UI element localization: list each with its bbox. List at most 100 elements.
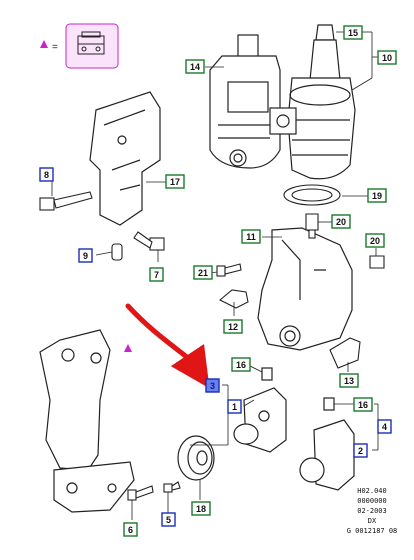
sensor-20a-part: [305, 213, 319, 239]
callout-box: [331, 214, 351, 229]
callout-c18: 18: [191, 501, 211, 516]
callout-box: [78, 248, 93, 263]
callout-label: 8: [44, 170, 49, 180]
pump-2-part: [299, 397, 355, 491]
legend: =: [40, 23, 119, 69]
meta-line-section: H02.040: [357, 487, 387, 495]
callout-c17: 17: [165, 174, 185, 189]
bolt-6-part: [127, 485, 154, 501]
callout-box: [353, 443, 368, 458]
callout-c3: 3: [205, 378, 220, 393]
callout-box: [339, 373, 359, 388]
callout-box: [367, 188, 387, 203]
bracket-11-part: [257, 227, 353, 351]
bolt-7-part: [133, 231, 165, 251]
red-annotation-arrow: [125, 303, 210, 389]
callout-c9: 9: [78, 248, 93, 263]
callout-label: 13: [344, 376, 354, 386]
callout-label: 11: [246, 232, 256, 242]
callout-label: 9: [83, 251, 88, 261]
legend-equals: =: [52, 42, 58, 53]
lower-bracket-part: [39, 329, 135, 513]
callout-c11: 11: [241, 229, 261, 244]
callout-box: [205, 378, 220, 393]
callout-box: [365, 233, 385, 248]
bolt-5-part: [163, 481, 181, 493]
callout-label: 1: [232, 402, 237, 412]
meta-line-variant: DX: [367, 517, 377, 525]
callout-c12: 12: [223, 319, 243, 334]
callout-label: 15: [348, 28, 358, 38]
pin-9-part: [111, 243, 123, 261]
callout-label: 16: [358, 400, 368, 410]
bracket-17-part: [89, 91, 161, 226]
callout-label: 7: [154, 270, 159, 280]
callout-label: 6: [128, 525, 133, 535]
callout-c20b: 20: [365, 233, 385, 248]
clip-12-part: [219, 289, 249, 309]
sensor-20b-part: [369, 255, 385, 269]
diagram-metadata: H02.040 0000000 02-2003 DX G 0012187 08: [333, 486, 411, 536]
callout-c15: 15: [343, 25, 363, 40]
callout-label: 2: [358, 446, 363, 456]
callout-label: 4: [382, 422, 387, 432]
callout-c13: 13: [339, 373, 359, 388]
callout-c7: 7: [149, 267, 164, 282]
callout-box: [353, 397, 373, 412]
callout-c20a: 20: [331, 214, 351, 229]
gasket-part: [283, 184, 341, 206]
callout-c14: 14: [185, 59, 205, 74]
callout-c16b: 16: [353, 397, 373, 412]
callout-c8: 8: [39, 167, 54, 182]
callout-label: 21: [198, 268, 208, 278]
callout-c19: 19: [367, 188, 387, 203]
callout-c5: 5: [161, 512, 176, 527]
callout-box: [231, 357, 251, 372]
callout-c6: 6: [123, 522, 138, 537]
magenta-triangle-icon: [40, 40, 48, 48]
callout-label: 20: [336, 217, 346, 227]
callout-label: 5: [166, 515, 171, 525]
callout-box: [123, 522, 138, 537]
meta-line-code: 0000000: [357, 497, 387, 505]
callout-label: 10: [382, 53, 392, 63]
callout-box: [191, 501, 211, 516]
callout-box: [165, 174, 185, 189]
callout-c10: 10: [377, 50, 397, 65]
meta-line-ref: G 0012187 08: [346, 527, 398, 535]
callout-box: [377, 419, 392, 434]
clip-13-part: [329, 337, 361, 369]
meta-line-date: 02-2003: [357, 507, 387, 515]
reservoir-part: [209, 34, 281, 169]
callout-label: 18: [196, 504, 206, 514]
magenta-marker-icon: [124, 344, 132, 352]
callout-label: 20: [370, 236, 380, 246]
callout-box: [223, 319, 243, 334]
callout-label: 12: [228, 322, 238, 332]
pump-1-part: [233, 367, 287, 453]
engine-block-icon: [77, 31, 105, 55]
callout-box: [39, 167, 54, 182]
callout-box: [241, 229, 261, 244]
callout-label: 3: [210, 381, 215, 391]
callout-c21: 21: [193, 265, 213, 280]
callout-label: 19: [372, 191, 382, 201]
callout-box: [161, 512, 176, 527]
callout-box: [193, 265, 213, 280]
callout-label: 14: [190, 62, 200, 72]
callout-box: [377, 50, 397, 65]
pulley-18-part: [177, 435, 215, 481]
bolt-8-part: [39, 191, 93, 211]
callout-box: [227, 399, 242, 414]
callout-box: [185, 59, 205, 74]
callout-c16a: 16: [231, 357, 251, 372]
legend-box: [65, 23, 119, 69]
callout-c1: 1: [227, 399, 242, 414]
callout-box: [343, 25, 363, 40]
callout-c2: 2: [353, 443, 368, 458]
callout-label: 16: [236, 360, 246, 370]
callout-box: [149, 267, 164, 282]
bolt-21-part: [216, 263, 242, 277]
